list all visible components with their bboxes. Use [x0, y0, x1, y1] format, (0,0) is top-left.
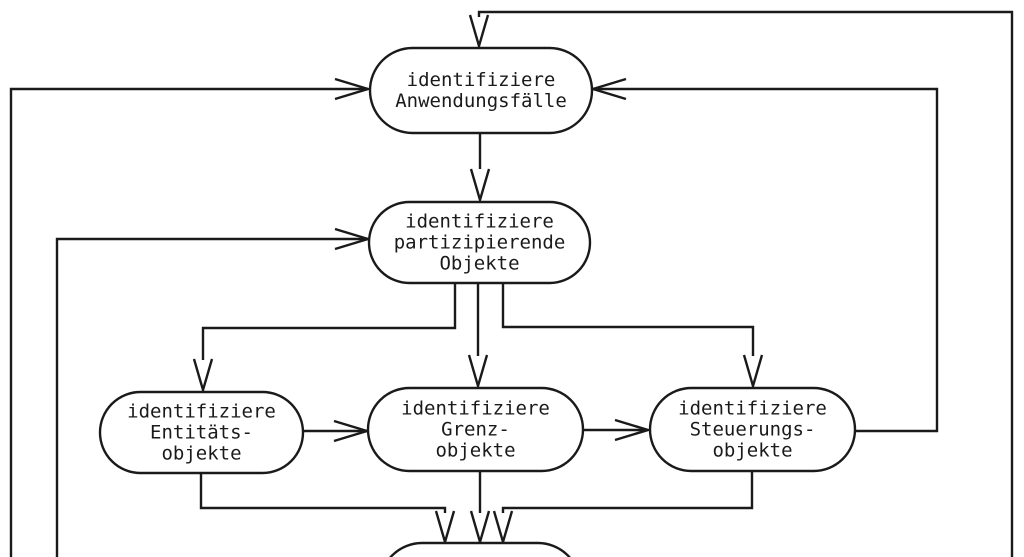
arrowhead-icon [492, 510, 514, 547]
node-label: identifiziere [405, 211, 554, 233]
edge-grenz-to-steuerungs [584, 418, 653, 442]
node-label: Entitäts- [150, 422, 253, 444]
arrowhead-icon [192, 358, 214, 395]
node-label: Steuerungs- [690, 419, 816, 441]
node-label: identifiziere [678, 398, 827, 420]
node-label: partizipierende [394, 232, 566, 254]
arrowhead-icon [468, 14, 490, 51]
node-bottom-step-partial [389, 541, 571, 557]
node-label: Objekte [439, 253, 519, 275]
edge-grenz-to-bottom [469, 472, 491, 547]
edge-entitaets-to-bottom [199, 474, 456, 547]
node-label: objekte [161, 443, 241, 465]
arrowhead-icon [742, 354, 764, 391]
edge-partizipierende-to-entitaets [192, 284, 457, 395]
node-label: Grenz- [441, 419, 510, 441]
arrowhead-icon [434, 510, 456, 547]
edge-partizipierende-to-grenz [467, 284, 489, 391]
node-label: identifiziere [401, 398, 550, 420]
edge-left-feedback-to-anwendungsfaelle [9, 77, 373, 557]
arrowhead-icon [334, 77, 373, 101]
arrowhead-icon [469, 168, 491, 205]
node-label: identifiziere [407, 69, 556, 91]
arrowhead-icon [469, 510, 491, 547]
node-label: Anwendungsfälle [395, 90, 567, 112]
node-label: objekte [435, 440, 515, 462]
edge-entitaets-to-grenz [304, 419, 372, 443]
edge-loop-bottom-to-anwendungsfaelle-top [468, 10, 1014, 557]
node-label: identifiziere [127, 401, 276, 423]
node-label: objekte [712, 440, 792, 462]
arrowhead-icon [614, 418, 653, 442]
edge-anwendungsfaelle-to-partizipierende [469, 134, 491, 205]
arrowhead-icon [467, 354, 489, 391]
edge-steuerungs-to-anwendungsfaelle-feedback [588, 77, 939, 433]
edge-steuerungs-to-bottom [492, 472, 754, 547]
edge-partizipierende-to-steuerungs [501, 284, 764, 391]
